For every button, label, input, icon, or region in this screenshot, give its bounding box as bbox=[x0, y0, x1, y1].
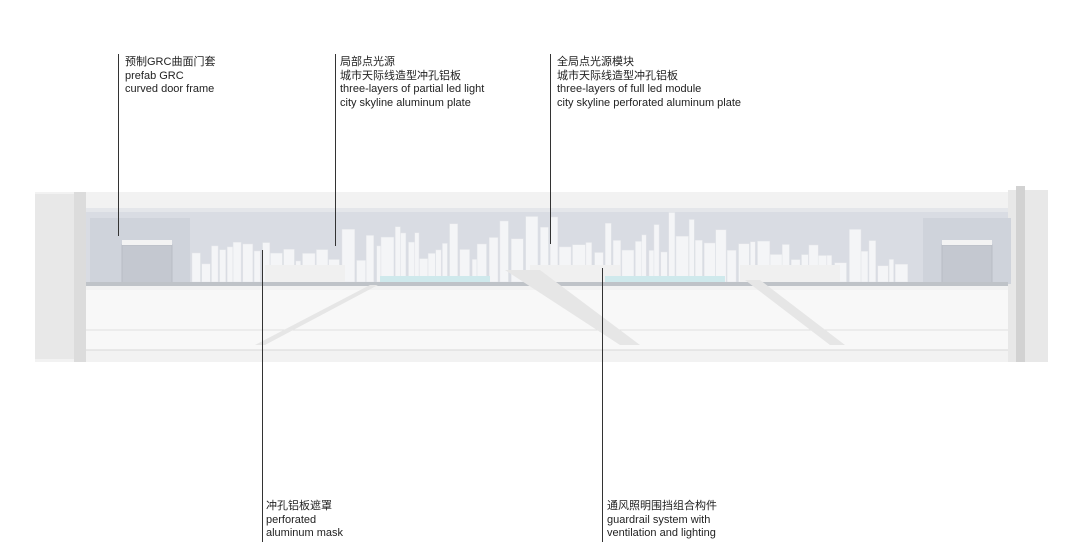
door-right bbox=[941, 244, 993, 284]
guardrail-panel bbox=[265, 265, 345, 282]
callout-line: 全局点光源模块 bbox=[557, 56, 634, 68]
right-column bbox=[1016, 186, 1025, 362]
skyline-building bbox=[675, 235, 689, 283]
escalator-right bbox=[745, 280, 845, 345]
callout-line: 冲孔铝板遮罩 bbox=[266, 500, 332, 512]
skyline-building bbox=[365, 235, 374, 283]
left-end-wall bbox=[35, 194, 75, 359]
callout-line: 城市天际线造型冲孔铝板 bbox=[557, 69, 678, 82]
skyline-building bbox=[726, 250, 737, 283]
skyline-building bbox=[449, 223, 458, 283]
callout-line: 预制GRC曲面门套 bbox=[125, 56, 216, 68]
glass-band-2 bbox=[605, 276, 725, 282]
skyline-building bbox=[668, 212, 676, 283]
skyline-building bbox=[356, 260, 366, 283]
skyline-building bbox=[400, 232, 407, 283]
callout-line: prefab GRC bbox=[125, 69, 184, 82]
door-sign-right bbox=[942, 240, 992, 245]
skyline-building bbox=[499, 220, 509, 283]
skyline-building bbox=[894, 263, 908, 283]
skyline-building bbox=[232, 241, 242, 283]
callout-full-led: 全局点光源模块 城市天际线造型冲孔铝板 three-layers of full… bbox=[557, 56, 741, 110]
skyline-building bbox=[380, 236, 395, 283]
callout-line: ventilation and lighting bbox=[607, 527, 716, 539]
callout-partial-led: 局部点光源 城市天际线造型冲孔铝板 three-layers of partia… bbox=[340, 56, 484, 110]
callout-line: 城市天际线造型冲孔铝板 bbox=[340, 69, 461, 82]
left-column bbox=[74, 192, 86, 362]
right-end-wall bbox=[1008, 190, 1048, 362]
callout-line: three-layers of partial led light bbox=[340, 83, 485, 95]
skyline-building bbox=[191, 252, 201, 283]
skyline-building bbox=[414, 232, 420, 283]
callout-grc-door-frame: 预制GRC曲面门套 prefab GRC curved door frame bbox=[125, 56, 215, 97]
door-left bbox=[121, 244, 173, 284]
callout-line: perforated bbox=[266, 513, 317, 526]
callout-line: three-layers of full led module bbox=[557, 83, 702, 95]
callout-line: aluminum mask bbox=[266, 527, 344, 539]
leader-grc bbox=[118, 54, 119, 236]
callout-line: curved door frame bbox=[125, 83, 215, 95]
skyline-building bbox=[694, 239, 703, 283]
city-skyline-panels bbox=[191, 212, 908, 283]
guardrail-panel bbox=[530, 265, 620, 282]
callout-line: city skyline perforated aluminum plate bbox=[557, 96, 742, 109]
leader-full-led bbox=[550, 54, 551, 244]
ceiling-top-strip bbox=[86, 208, 1008, 212]
callout-line: 局部点光源 bbox=[340, 56, 395, 68]
callout-line: city skyline aluminum plate bbox=[340, 96, 471, 109]
skyline-building bbox=[715, 229, 727, 283]
callout-line: 通风照明围挡组合构件 bbox=[607, 500, 717, 512]
leader-guardrail bbox=[602, 268, 603, 542]
skyline-building bbox=[688, 219, 695, 283]
skyline-building bbox=[488, 237, 499, 283]
door-sign-left bbox=[122, 240, 172, 245]
callout-perforated-mask: 冲孔铝板遮罩 perforated aluminum mask bbox=[266, 500, 343, 541]
skyline-building bbox=[242, 243, 254, 283]
skyline-building bbox=[226, 246, 234, 283]
lower-floor bbox=[86, 290, 1008, 350]
skyline-building bbox=[211, 245, 219, 283]
skyline-building bbox=[888, 259, 894, 283]
skyline-building bbox=[253, 250, 261, 283]
skyline-building bbox=[219, 249, 226, 283]
glass-band-1 bbox=[380, 276, 490, 282]
leader-mask bbox=[262, 250, 263, 542]
skyline-building bbox=[849, 229, 862, 283]
escalator-center bbox=[505, 270, 640, 345]
skyline-building bbox=[201, 263, 211, 283]
callout-guardrail: 通风照明围挡组合构件 guardrail system with ventila… bbox=[607, 500, 717, 541]
guardrail-panel bbox=[740, 265, 840, 282]
skyline-building bbox=[868, 240, 876, 283]
skyline-building bbox=[635, 241, 642, 283]
leader-partial-led bbox=[335, 54, 336, 246]
skyline-building bbox=[395, 226, 401, 283]
escalator-left bbox=[255, 285, 378, 345]
skyline-building bbox=[860, 251, 869, 283]
skyline-building bbox=[877, 265, 889, 283]
skyline-building bbox=[641, 234, 647, 283]
callout-line: guardrail system with bbox=[607, 513, 711, 526]
skyline-building bbox=[653, 224, 660, 283]
